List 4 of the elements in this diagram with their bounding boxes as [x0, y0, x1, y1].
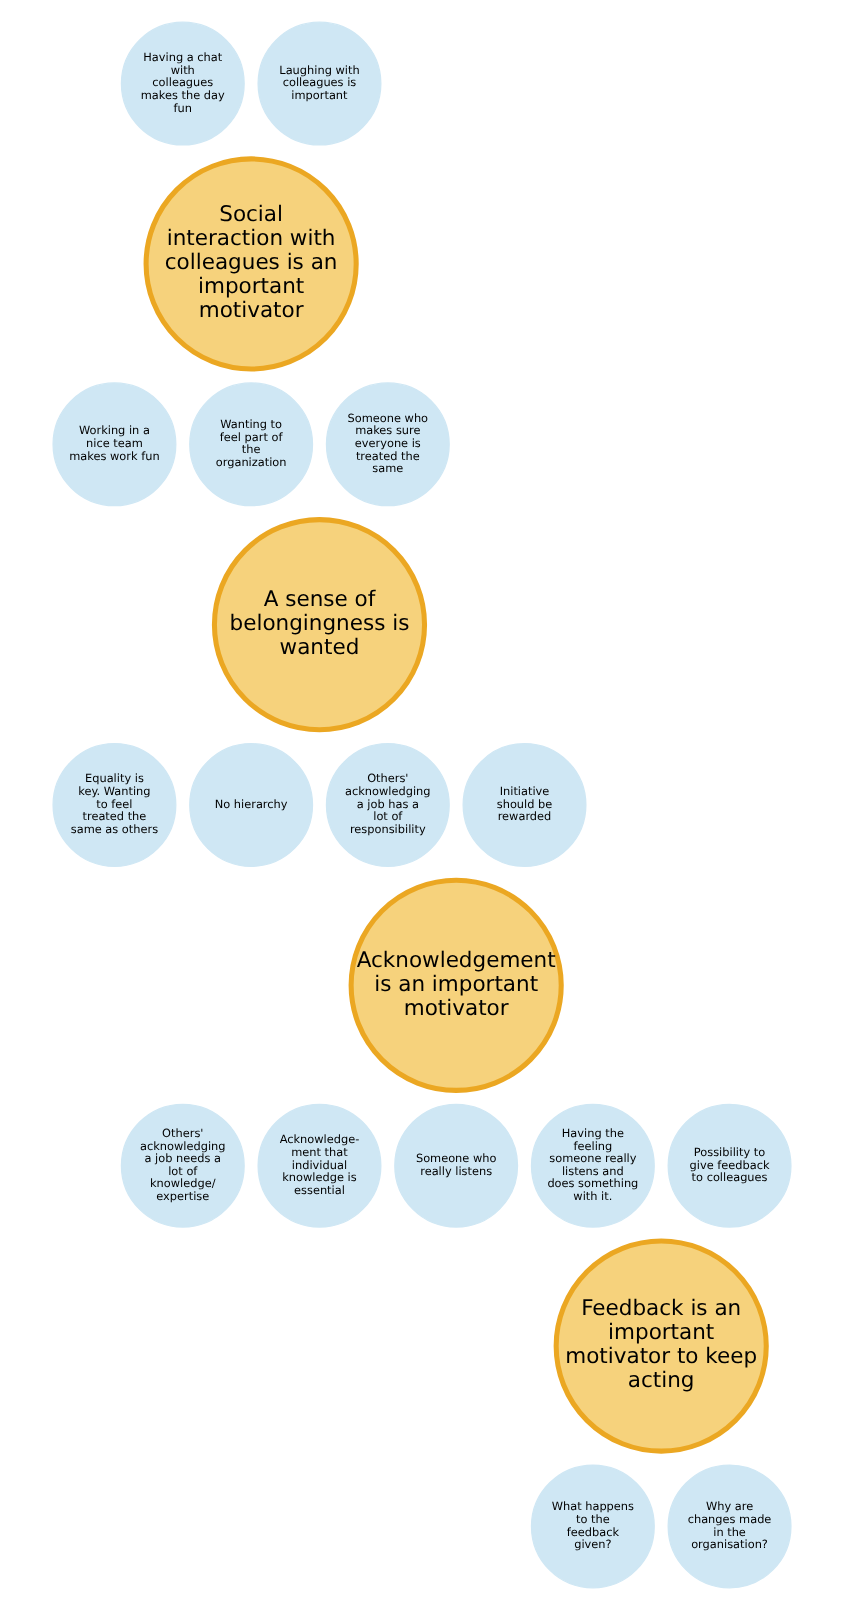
- node-circle: Acknowledgement is an important motivator: [348, 877, 564, 1093]
- node-circle: Feedback is an important motivator to keep acting: [553, 1238, 769, 1454]
- node-circle: Social interaction with colleagues is an important motivator: [143, 156, 359, 372]
- node-circle: A sense of belongingness is wanted: [211, 517, 428, 733]
